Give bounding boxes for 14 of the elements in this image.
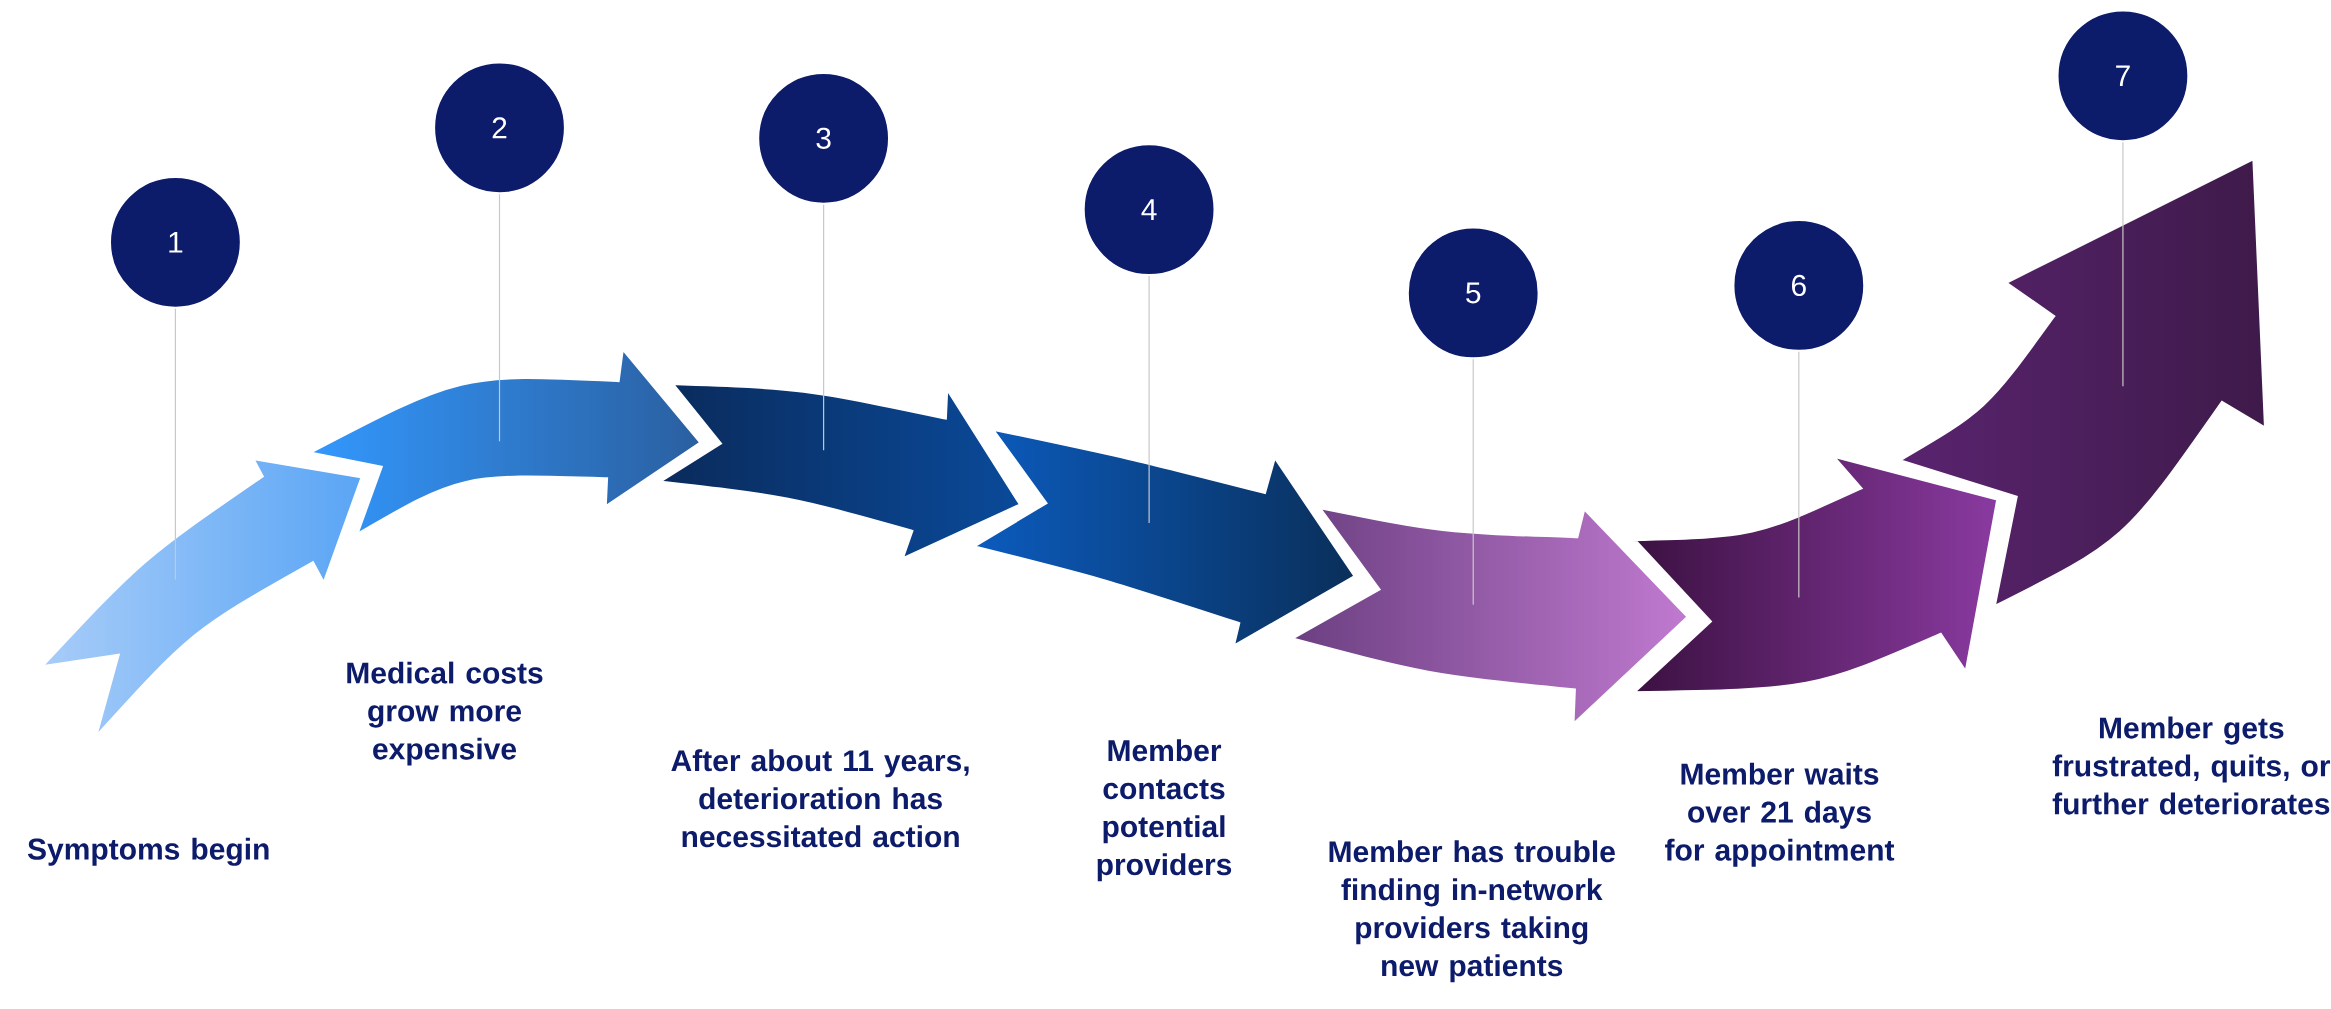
leader-line [1472, 358, 1474, 606]
leader-line [498, 193, 501, 442]
leader-line [823, 204, 825, 451]
step-caption: Member gets frustrated, quits, or further deteriorates [2052, 716, 2331, 815]
step-caption: Medical costs grow more expensive [347, 661, 543, 766]
leader-line [1148, 275, 1150, 524]
step-caption: Member waits over 21 days for appointment [1665, 762, 1895, 867]
leader-line [174, 308, 176, 581]
leader-line [1798, 351, 1800, 598]
step-caption: Member has trouble finding in-network providers taking new patients [1329, 840, 1615, 983]
step-caption: Symptoms begin [27, 837, 269, 866]
leader-line [2122, 141, 2124, 387]
step-caption: After about 11 years, deterioration has necessitated action [671, 749, 969, 848]
step-caption: Member contacts potential providers [1097, 739, 1232, 882]
